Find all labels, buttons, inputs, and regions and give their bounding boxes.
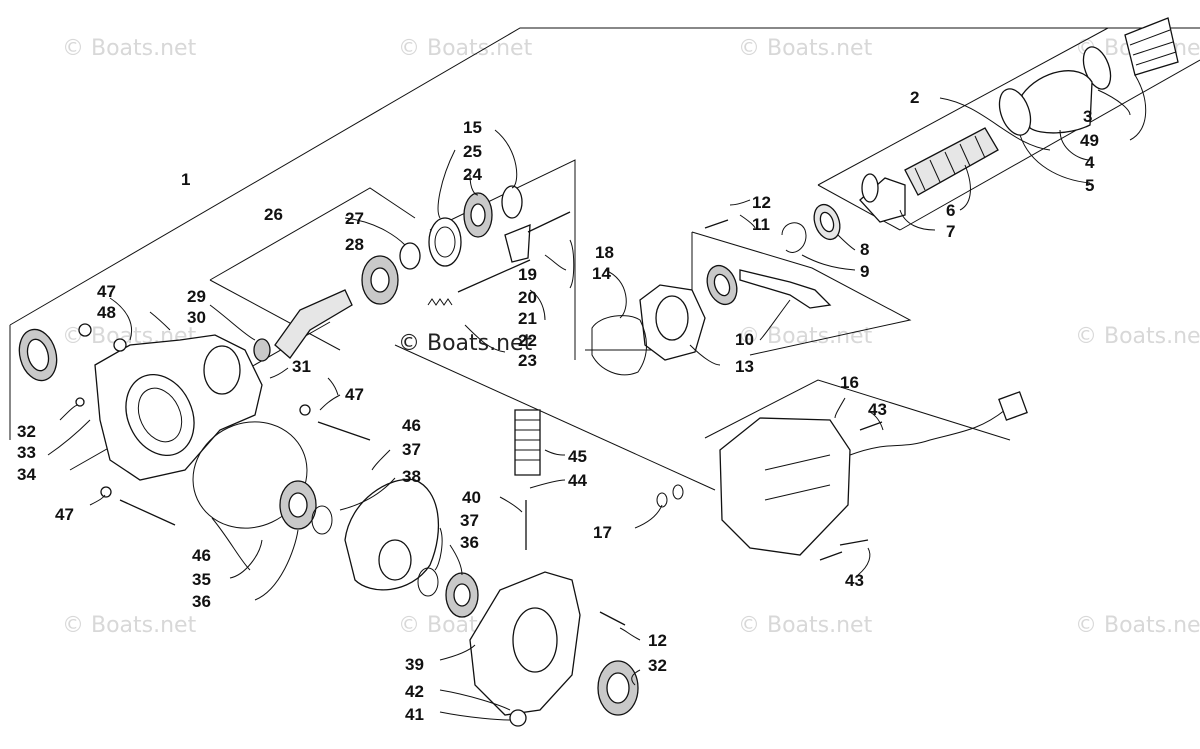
callout-label: 36 — [192, 592, 211, 611]
leader-lines — [47, 74, 1147, 721]
callout-label: 29 — [187, 287, 206, 306]
o-ring-37 — [311, 505, 333, 535]
center-watermark: © Boats.net — [398, 331, 533, 356]
gear-25 — [428, 217, 462, 267]
callout-label: 47 — [345, 385, 364, 404]
callout-label: 40 — [462, 488, 481, 507]
callout-label: 16 — [840, 373, 859, 392]
drain-plug — [509, 709, 527, 727]
watermark: © Boats.net — [738, 36, 873, 61]
callout-label: 33 — [17, 443, 36, 462]
callout-label: 18 — [595, 243, 614, 262]
callout-label: 28 — [345, 235, 364, 254]
needle-bearing — [253, 338, 271, 362]
callout-label: 3 — [1083, 107, 1092, 126]
ring-gear — [344, 478, 440, 591]
snap-ring — [781, 222, 807, 253]
callout-label: 46 — [402, 416, 421, 435]
watermark: © Boats.net — [738, 613, 873, 638]
watermark: © Boats.net — [62, 613, 197, 638]
o-ring-35 — [192, 421, 308, 529]
callout-label: 20 — [518, 288, 537, 307]
callout-label: 12 — [752, 193, 771, 212]
callout-label: 21 — [518, 309, 537, 328]
callout-label: 42 — [405, 682, 424, 701]
watermark: © Boats.net — [1075, 613, 1200, 638]
actuator-motor — [719, 417, 851, 556]
boot-part — [1124, 17, 1179, 76]
callout-label: 17 — [593, 523, 612, 542]
retaining-ring — [501, 185, 523, 219]
callout-label: 14 — [592, 264, 611, 283]
watermark: © Boats.net — [398, 36, 533, 61]
shift-shaft — [457, 259, 531, 293]
callout-label: 27 — [345, 209, 364, 228]
part-drawings — [18, 17, 1179, 727]
connector — [998, 391, 1028, 421]
callout-label: 25 — [463, 142, 482, 161]
callout-label: 36 — [460, 533, 479, 552]
callout-label: 22 — [518, 331, 537, 350]
callout-label: 32 — [17, 422, 36, 441]
callout-label: 37 — [402, 440, 421, 459]
callout-label: 12 — [648, 631, 667, 650]
spacer — [399, 242, 421, 270]
callout-label: 34 — [17, 465, 36, 484]
fitting — [78, 323, 92, 337]
clamp-ring-5 — [998, 88, 1032, 136]
callout-label: 37 — [460, 511, 479, 530]
callout-label: 49 — [1080, 131, 1099, 150]
bolt-46 — [317, 421, 371, 441]
callout-label: 43 — [868, 400, 887, 419]
callout-label: 15 — [463, 118, 482, 137]
bracket — [739, 269, 832, 309]
callout-label: 10 — [735, 330, 754, 349]
callout-label: 47 — [55, 505, 74, 524]
gasket — [591, 315, 647, 376]
callout-label: 39 — [405, 655, 424, 674]
callout-label: 4 — [1085, 153, 1095, 172]
watermark: © Boats.net — [738, 324, 873, 349]
callout-label: 9 — [860, 262, 869, 281]
watermark: © Boats.net — [62, 36, 197, 61]
screw-12 — [704, 219, 729, 229]
callout-label: 26 — [264, 205, 283, 224]
callout-label: 11 — [752, 215, 770, 234]
spring — [427, 298, 453, 306]
callout-label: 30 — [187, 308, 206, 327]
callout-label: 48 — [97, 303, 116, 322]
callout-label: 7 — [946, 222, 955, 241]
drive-shaft — [904, 127, 999, 196]
callout-label: 31 — [292, 357, 311, 376]
callout-label: 19 — [518, 265, 537, 284]
shift-fork — [504, 224, 531, 263]
pinion-gear — [274, 289, 353, 359]
callout-labels: 1 2 3 49 4 5 6 7 8 9 10 11 12 13 14 15 1… — [17, 88, 1099, 724]
callout-label: 23 — [518, 351, 537, 370]
callout-label: 24 — [463, 165, 482, 184]
callout-label: 45 — [568, 447, 587, 466]
callout-label: 2 — [910, 88, 919, 107]
callout-label: 41 — [405, 705, 424, 724]
callout-label: 13 — [735, 357, 754, 376]
callout-label: 47 — [97, 282, 116, 301]
callout-label: 6 — [946, 201, 955, 220]
watermark: © Boats.net — [1075, 324, 1200, 349]
yoke — [859, 177, 906, 223]
callout-label: 8 — [860, 240, 869, 259]
boot-part-4 — [1021, 70, 1093, 134]
wire-harness — [849, 409, 1006, 456]
callout-label: 32 — [648, 656, 667, 675]
callout-label: 35 — [192, 570, 211, 589]
callout-label: 5 — [1085, 176, 1094, 195]
callout-label: 46 — [192, 546, 211, 565]
bellows — [514, 409, 541, 476]
callout-label: 1 — [181, 170, 190, 189]
callout-label: 44 — [568, 471, 587, 490]
callout-label: 38 — [402, 467, 421, 486]
callout-label: 43 — [845, 571, 864, 590]
